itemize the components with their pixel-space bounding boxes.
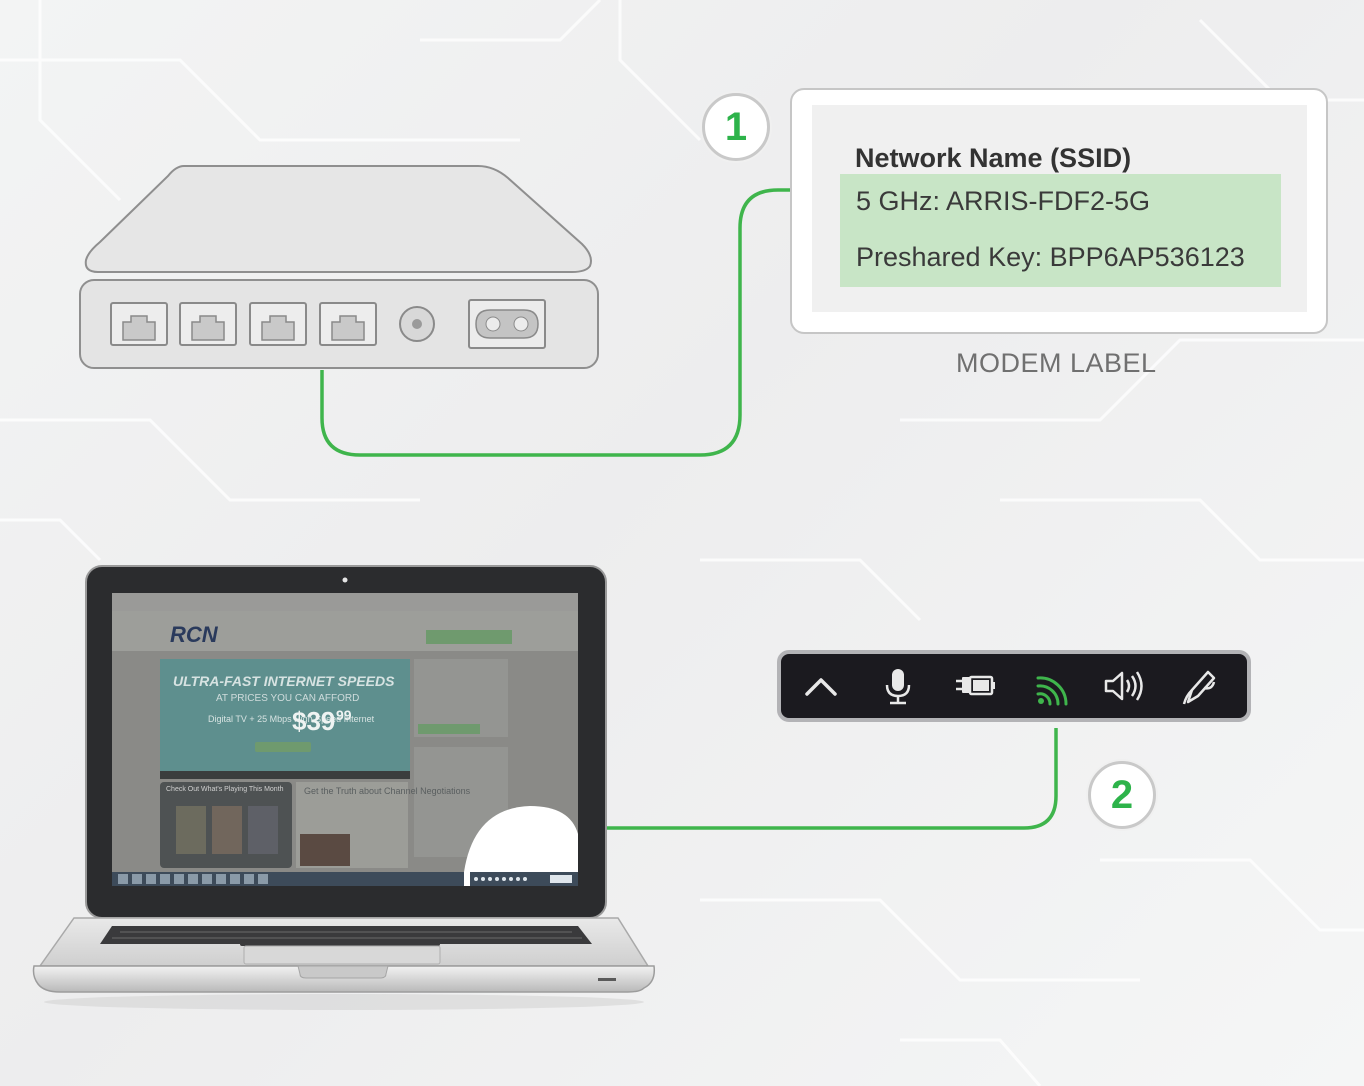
ssid-value: 5 GHz: ARRIS-FDF2-5G bbox=[856, 186, 1151, 216]
screen-price: $39 bbox=[292, 706, 335, 736]
pen-icon[interactable] bbox=[1178, 666, 1222, 706]
screen-subhead: AT PRICES YOU CAN AFFORD bbox=[216, 693, 359, 704]
speaker-icon[interactable] bbox=[1101, 666, 1145, 706]
screen-price-cents: 99 bbox=[336, 707, 352, 723]
modem-connector-line bbox=[320, 188, 792, 457]
credentials-highlight: 5 GHz: ARRIS-FDF2-5G Preshared Key: BPP6… bbox=[840, 174, 1281, 287]
laptop: RCN ULTRA-FAST INTERNET SPEEDS AT PRICES… bbox=[32, 565, 656, 1010]
step-1-badge: 1 bbox=[702, 93, 770, 161]
screen-promo-2: Get the Truth about Channel Negotiations bbox=[304, 786, 471, 796]
modem-label-caption: MODEM LABEL bbox=[956, 348, 1157, 378]
screen-taskbar bbox=[112, 872, 578, 886]
system-tray-zoom bbox=[777, 650, 1251, 722]
step-2-badge: 2 bbox=[1088, 761, 1156, 829]
preshared-key-value: Preshared Key: BPP6AP536123 bbox=[856, 242, 1245, 272]
modem-label-card: Network Name (SSID) 5 GHz: ARRIS-FDF2-5G… bbox=[790, 88, 1328, 334]
coax-port-icon bbox=[399, 306, 435, 342]
modem bbox=[79, 165, 599, 369]
trackpad bbox=[243, 945, 441, 965]
battery-plug-icon[interactable] bbox=[953, 666, 997, 706]
power-port-icon bbox=[468, 299, 546, 349]
screen-logo: RCN bbox=[170, 622, 219, 647]
screen-promo-1: Check Out What's Playing This Month bbox=[166, 786, 284, 793]
screen-offer: Digital TV + 25 Mbps High Speed Internet bbox=[208, 714, 375, 724]
microphone-icon[interactable] bbox=[876, 666, 920, 706]
network-name-title: Network Name (SSID) bbox=[855, 143, 1132, 173]
chevron-up-icon[interactable] bbox=[799, 666, 843, 706]
wifi-icon[interactable] bbox=[1030, 666, 1074, 706]
screen-headline: ULTRA-FAST INTERNET SPEEDS bbox=[173, 673, 395, 689]
modem-label-panel: Network Name (SSID) 5 GHz: ARRIS-FDF2-5G… bbox=[812, 105, 1307, 312]
keyboard bbox=[100, 926, 592, 946]
